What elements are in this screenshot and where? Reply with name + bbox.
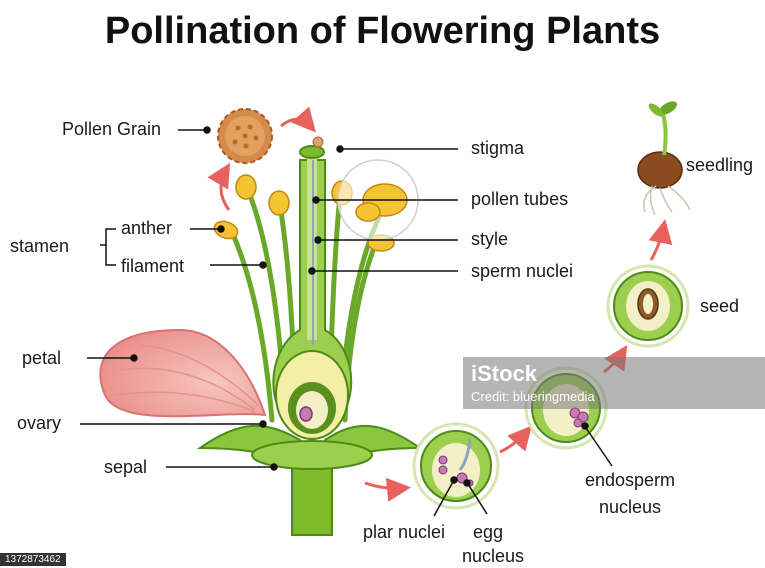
- seed-circle: [608, 266, 688, 346]
- label-endosperm-line1: endosperm: [575, 470, 685, 491]
- label-pollen-grain: Pollen Grain: [62, 119, 161, 140]
- seedling-icon: [638, 99, 690, 215]
- label-egg-line1: egg: [458, 522, 518, 543]
- fertilization-circle: [414, 424, 498, 508]
- label-sepal: sepal: [104, 457, 147, 478]
- watermark-brand: iStock: [471, 361, 537, 387]
- label-anther: anther: [121, 218, 172, 239]
- stem-and-sepals: [200, 426, 420, 535]
- label-sperm-nuclei: sperm nuclei: [471, 261, 573, 282]
- label-stigma: stigma: [471, 138, 524, 159]
- label-seed: seed: [700, 296, 739, 317]
- pollen-grain-icon: [218, 109, 272, 163]
- label-pollen-tubes: pollen tubes: [471, 189, 568, 210]
- label-petal: petal: [22, 348, 61, 369]
- petal-shape: [100, 330, 265, 416]
- label-plar-nuclei: plar nuclei: [363, 522, 445, 543]
- label-seedling: seedling: [686, 155, 753, 176]
- label-endosperm-line2: nucleus: [575, 497, 685, 518]
- label-stamen: stamen: [10, 236, 69, 257]
- label-ovary: ovary: [17, 413, 61, 434]
- label-style: style: [471, 229, 508, 250]
- label-filament: filament: [121, 256, 184, 277]
- watermark-credit: Credit: blueringmedia: [471, 389, 595, 404]
- page-title: Pollination of Flowering Plants: [0, 10, 765, 53]
- label-egg-line2: nucleus: [448, 546, 538, 567]
- image-id-tag: 1372873462: [0, 553, 66, 566]
- watermark-banner: iStock Credit: blueringmedia: [463, 357, 765, 409]
